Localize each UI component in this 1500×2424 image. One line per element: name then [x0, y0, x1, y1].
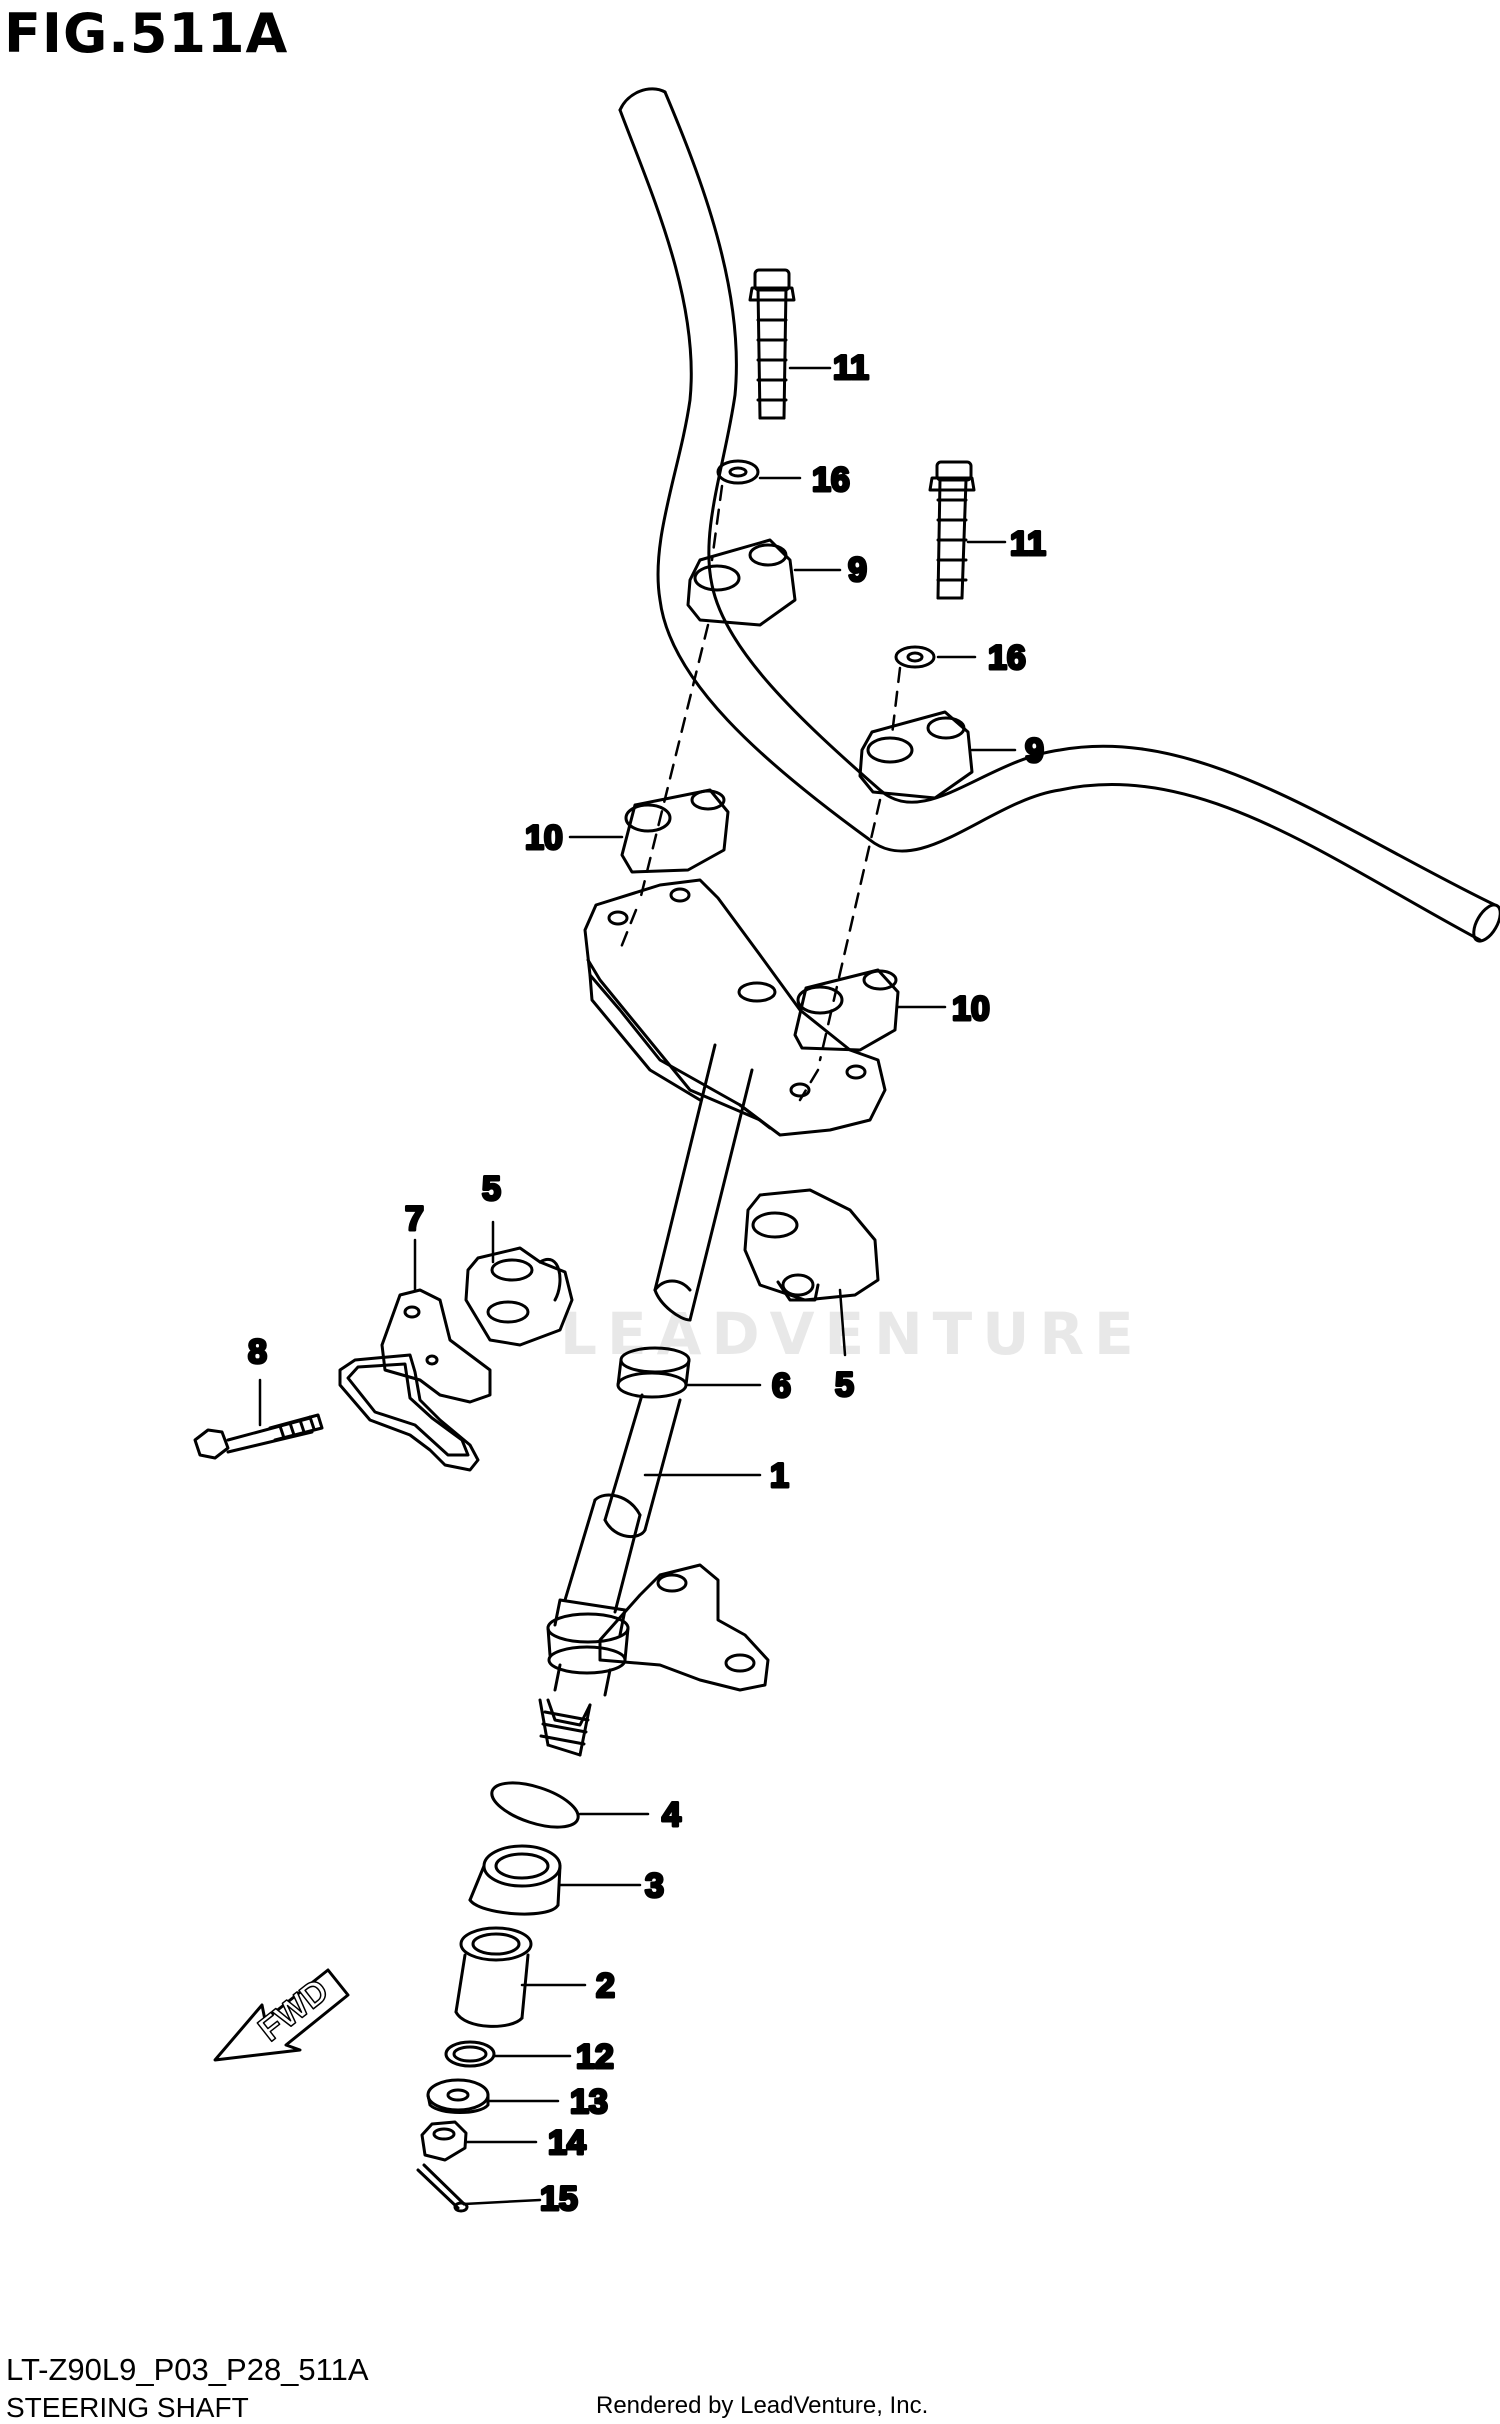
shaft-holder-5-right[interactable] — [743, 1188, 880, 1302]
steering-shaft-lower[interactable] — [538, 1493, 642, 1757]
callout-5-left: 5 — [482, 1170, 501, 1208]
lock-plate-7[interactable] — [338, 1288, 492, 1472]
bolt-8[interactable] — [193, 1413, 324, 1460]
leader-lines — [258, 366, 1017, 2206]
bolt-11-right[interactable] — [928, 460, 976, 600]
cotter-pin-15[interactable] — [416, 2163, 469, 2213]
callout-5-right: 5 — [835, 1366, 854, 1404]
callout-13: 13 — [570, 2083, 608, 2121]
callout-12: 12 — [576, 2038, 614, 2076]
lower-holder-10-left[interactable] — [620, 788, 730, 874]
pitman-arm[interactable] — [598, 1563, 770, 1692]
callout-3: 3 — [645, 1867, 664, 1905]
washer-12[interactable] — [444, 2040, 496, 2068]
callout-16-left: 16 — [812, 461, 850, 499]
callout-8: 8 — [248, 1333, 267, 1371]
washer-16-right[interactable] — [894, 645, 936, 669]
snap-ring-4[interactable] — [487, 1774, 584, 1836]
bushing-6[interactable] — [616, 1346, 691, 1399]
fwd-arrow-icon: FWD — [213, 1968, 350, 2062]
upper-holder-9-left[interactable] — [686, 538, 797, 627]
render-credit: Rendered by LeadVenture, Inc. — [596, 2392, 929, 2419]
callout-2: 2 — [596, 1967, 615, 2005]
lower-holder-10-right[interactable] — [793, 968, 900, 1052]
handlebar[interactable] — [618, 87, 1500, 945]
callout-6: 6 — [772, 1367, 791, 1405]
handlebar-bracket[interactable] — [583, 878, 887, 1137]
upper-holder-9-right[interactable] — [858, 710, 974, 800]
watermark: LEADVENTURE — [560, 1300, 1144, 1368]
bolt-11-left[interactable] — [748, 268, 796, 420]
callout-14: 14 — [548, 2124, 586, 2162]
callout-16-right: 16 — [988, 639, 1026, 677]
callout-4: 4 — [662, 1796, 681, 1834]
callout-9-right: 9 — [1025, 732, 1044, 770]
callout-10-right: 10 — [952, 990, 990, 1028]
callout-7: 7 — [405, 1200, 424, 1238]
figure-title: FIG.511A — [4, 2, 289, 65]
callout-15: 15 — [540, 2180, 578, 2218]
figure-description: STEERING SHAFT — [6, 2392, 249, 2423]
washer-16-left[interactable] — [716, 459, 760, 485]
dust-seal-3[interactable] — [468, 1844, 562, 1916]
steering-shaft-middle[interactable] — [603, 1393, 682, 1539]
shaft-holder-5-left[interactable] — [464, 1246, 574, 1347]
nut-14[interactable] — [420, 2120, 468, 2162]
figure-code: LT-Z90L9_P03_P28_511A — [6, 2352, 369, 2387]
callout-11-left: 11 — [833, 349, 869, 387]
callout-1: 1 — [770, 1457, 789, 1495]
callout-11-right: 11 — [1010, 525, 1046, 563]
washer-13[interactable] — [426, 2078, 490, 2114]
bushing-2[interactable] — [454, 1926, 533, 2028]
callout-10-left: 10 — [525, 819, 563, 857]
steering-shaft-upper[interactable] — [653, 1043, 754, 1322]
callout-9-left: 9 — [848, 551, 867, 589]
